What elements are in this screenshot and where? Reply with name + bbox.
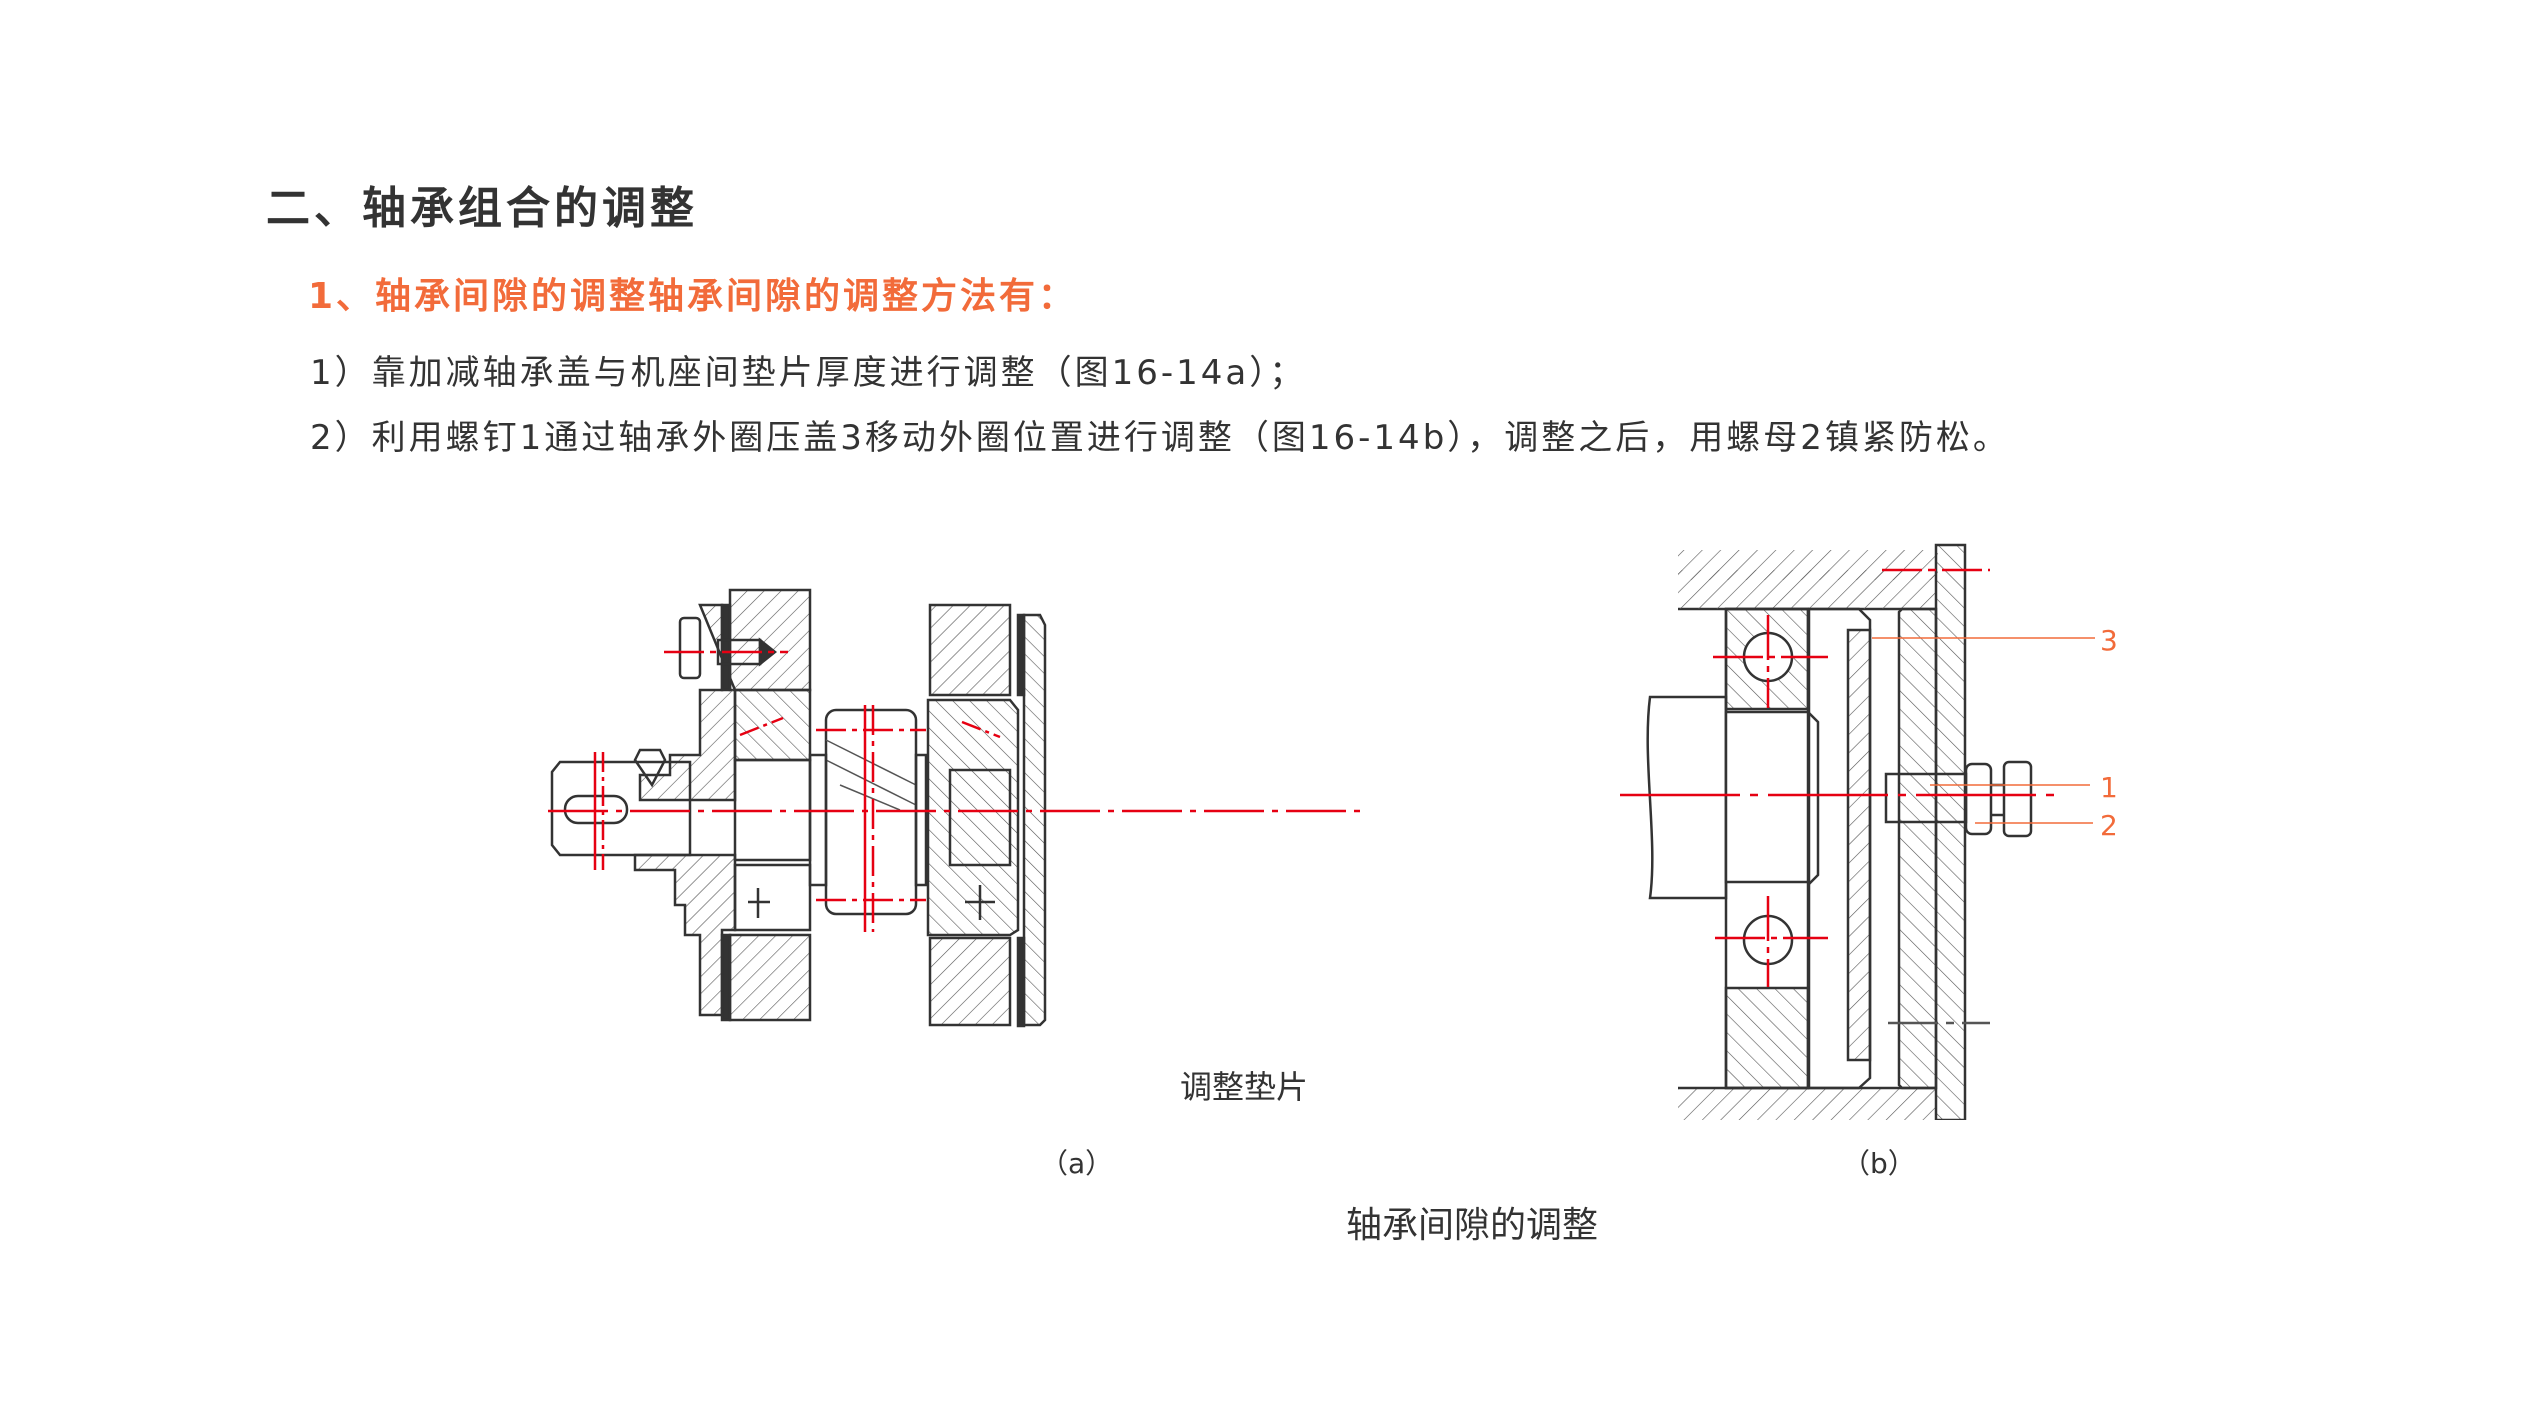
subsection-heading: 1、轴承间隙的调整轴承间隙的调整方法有： — [308, 276, 1078, 317]
screw-head — [2002, 760, 2033, 838]
shaft — [1646, 695, 1728, 900]
bearing-left-inner — [733, 688, 812, 762]
shim-label: 调整垫片 — [1180, 1068, 1309, 1106]
diagram-b-screw-adjustment: 3 1 2 — [1620, 543, 2118, 1120]
callout-1: 1 — [2100, 771, 2118, 804]
housing-right-lower — [928, 936, 1012, 1027]
bolt-head — [678, 616, 702, 680]
subfigure-b-label: （b） — [1842, 1147, 1916, 1180]
grease-nipple — [633, 748, 667, 788]
bearing-left-lower — [733, 863, 812, 932]
end-wall — [1934, 543, 1967, 1120]
shim-lower-left — [720, 933, 732, 1022]
housing-bottom — [1678, 1088, 1936, 1120]
shim-upper-left — [720, 603, 732, 692]
centerlines — [548, 650, 1360, 932]
bearing-right — [926, 698, 1020, 937]
subfigure-a-label: （a） — [1040, 1147, 1114, 1180]
diagram-a-shim-adjustment — [548, 588, 1360, 1028]
centerlines — [1620, 568, 2055, 987]
bearing-cap-right — [1022, 613, 1047, 1027]
pressure-plate-3 — [1897, 607, 1938, 1090]
housing-right-upper — [928, 603, 1012, 697]
nut-2 — [1964, 762, 1993, 836]
method-1-text: 1）靠加减轴承盖与机座间垫片厚度进行调整（图16-14a）； — [310, 353, 1307, 393]
section-heading: 二、轴承组合的调整 — [266, 183, 698, 234]
callout-3: 3 — [2100, 624, 2118, 657]
figure-caption: 轴承间隙的调整 — [1346, 1205, 1599, 1246]
housing-left-lower — [728, 933, 812, 1022]
callout-2: 2 — [2100, 809, 2118, 842]
shaft — [550, 760, 692, 857]
method-2-text: 2）利用螺钉1通过轴承外圈压盖3移动外圈位置进行调整（图16-14b），调整之后… — [310, 418, 2010, 458]
